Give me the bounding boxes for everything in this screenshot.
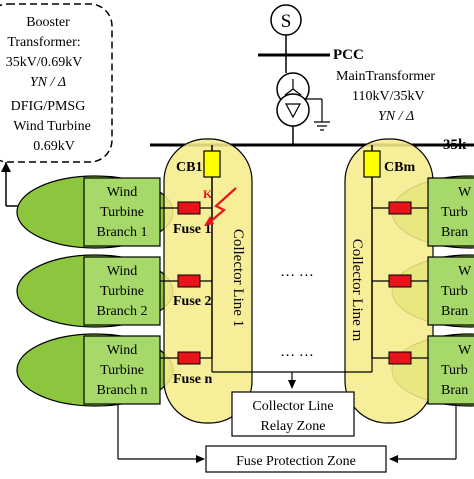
fuse-zone-label: Fuse Protection Zone [236,454,356,469]
collector-line-1-label: Collector Line 1 [230,229,246,327]
fuse-m2 [388,274,412,288]
branch-1-line-2: Turbine [100,205,144,220]
main-transformer-connection: YN / Δ [378,109,414,124]
branch-mn-box [427,335,474,405]
branch-1-line-3: Branch 1 [97,225,148,240]
breaker-cb1 [203,150,221,178]
ellipsis-lower: … … [280,344,314,360]
booster-line-6: Wind Turbine [13,119,91,134]
right-feeder: W Turb Bran W Turb Bran W Turb Bran CBm … [344,138,474,424]
delta-icon [284,103,302,119]
relay-zone-line-1: Collector Line [252,399,333,414]
booster-info-box [0,3,113,163]
breaker-cbm [363,150,381,178]
booster-line-5: DFIG/PMSG [11,99,86,114]
branch-m1-line-1: W [458,185,472,200]
branch-m1-box [427,177,474,247]
fuse-2 [177,274,201,288]
booster-line-1: Booster [26,15,70,30]
pcc-label: PCC [333,47,364,63]
left-feeder: Wind Turbine Branch 1 Wind Turbine Branc… [16,138,253,424]
fault-arrow-icon [204,216,214,226]
branch-m1-line-2: Turb [441,205,468,220]
branch-mn-line-1: W [458,343,472,358]
fuse-m1 [388,201,412,215]
collector-line-m-label: Collector Line m [349,239,365,342]
branch-m2-line-1: W [458,264,472,279]
breaker-cb1-label: CB1 [176,160,202,175]
fuse-mn [388,351,412,365]
fuse-1 [177,201,201,215]
branch-1-box [83,177,161,247]
booster-line-3: 35kV/0.69kV [6,55,83,70]
branch-2-line-2: Turbine [100,284,144,299]
branch-m2-line-2: Turb [441,284,468,299]
transformer-winding-lower [276,93,310,127]
branch-n-line-3: Branch n [97,383,148,398]
branch-1-line-1: Wind [107,185,138,200]
info-box-pointer-arrow-icon [1,162,11,172]
fuse-zone-box [205,445,387,473]
booster-line-7: 0.69kV [33,139,75,154]
source-label: S [281,11,292,32]
fault-label: K [203,187,213,201]
branch-mn-line-2: Turb [441,363,468,378]
ground-icon [314,121,330,131]
branch-n-box [83,335,161,405]
branch-2-line-1: Wind [107,264,138,279]
fuse-n [177,351,201,365]
branch-n-line-1: Wind [107,343,138,358]
branch-2-line-3: Branch 2 [97,304,148,319]
fuse-n-label: Fuse n [173,372,213,387]
branch-m2-box [427,256,474,326]
bus-label: 35k [443,137,467,153]
branch-m2-line-3: Bran [441,304,468,319]
fuse-2-label: Fuse 2 [173,294,212,309]
fault-lightning-icon [209,187,237,223]
ellipsis-upper: … … [280,264,314,280]
branch-n-line-2: Turbine [100,363,144,378]
relay-zone-box [231,391,355,437]
main-transformer-name: MainTransformer [336,69,435,84]
main-transformer-symbol [276,72,330,131]
booster-line-2: Transformer: [7,35,80,50]
branch-2-box [83,256,161,326]
relay-zone-line-2: Relay Zone [261,419,326,434]
breaker-cbm-label: CBm [384,160,415,175]
booster-line-4: YN / Δ [30,75,66,90]
main-transformer-rating: 110kV/35kV [352,89,425,104]
wye-icon [284,79,302,96]
grid-source: S [270,4,302,36]
branch-mn-line-3: Bran [441,383,468,398]
fuse-1-label: Fuse 1 [173,222,212,237]
branch-m1-line-3: Bran [441,225,468,240]
